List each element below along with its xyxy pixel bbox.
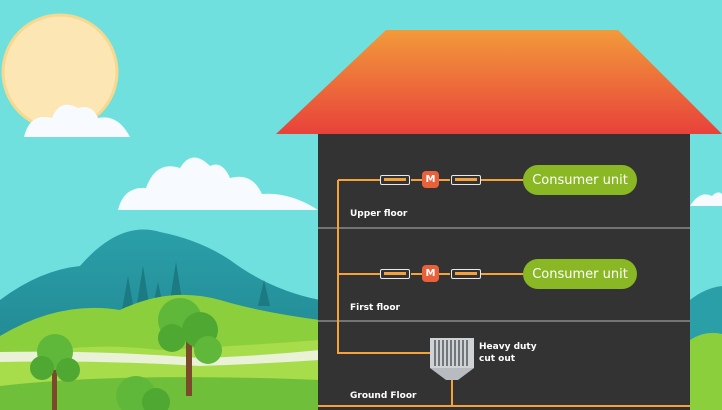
floor-label-ground: Ground Floor [350,391,417,401]
fuse-upper-right [451,175,481,185]
fuse-first-right [451,269,481,279]
cloud-right [690,192,722,206]
cutout-label-line1: Heavy duty [479,342,537,352]
tree-left [30,334,80,410]
cutout-device [430,338,474,380]
fuse-upper-left [380,175,410,185]
tree-right [158,298,222,396]
cloud-left [24,104,130,137]
floor-label-first: First floor [350,303,400,313]
bush [116,376,170,410]
cutout-label-line2: cut out [479,354,516,365]
consumer-unit-first: Consumer unit [523,259,637,289]
floor-label-upper: Upper floor [350,209,408,219]
roof [276,30,722,134]
meter-first: M [422,265,439,282]
cutout-label: Heavy duty cut out [479,341,537,365]
path-strip [0,350,320,366]
fuse-first-left [380,269,410,279]
wiring [318,179,690,407]
cloud-middle [118,157,318,210]
consumer-unit-upper: Consumer unit [523,165,637,195]
meter-upper: M [422,171,439,188]
